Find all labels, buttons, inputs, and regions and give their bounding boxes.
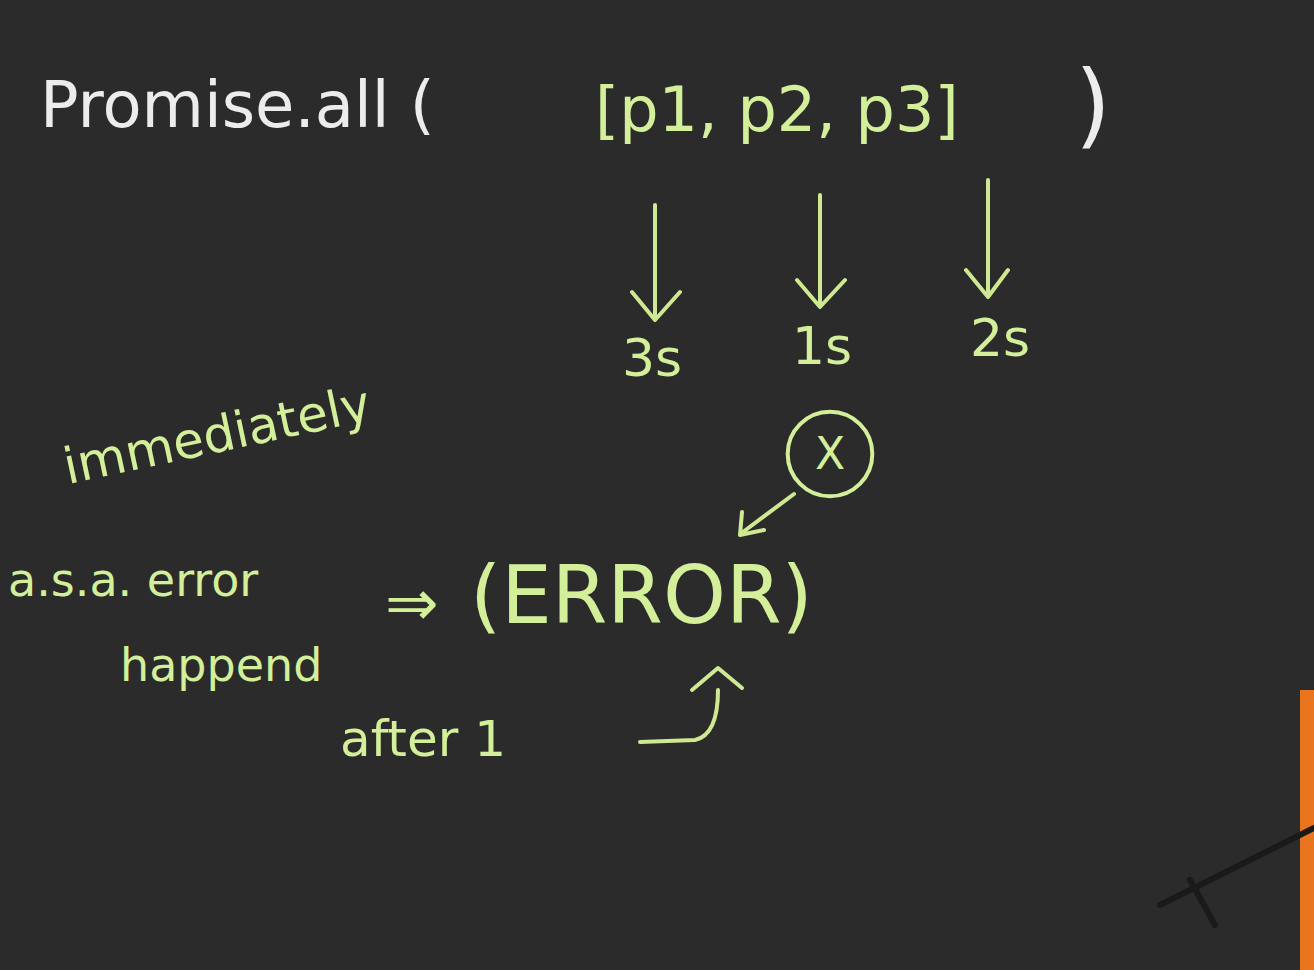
cross-mark: X <box>815 432 845 476</box>
code-text: Promise.all ( <box>40 70 435 140</box>
down-arrow <box>797 195 845 307</box>
code-paren: ) <box>1075 55 1111 156</box>
error-text: (ERROR) <box>470 552 813 640</box>
down-arrow <box>632 205 680 320</box>
node-body: X <box>784 408 876 500</box>
circled-mark: X <box>784 408 876 500</box>
time-label: 2s <box>970 310 1030 367</box>
down-arrow <box>966 180 1008 297</box>
note-text: after 1 <box>340 712 506 767</box>
implies-symbol: ⇒ <box>385 568 439 638</box>
code-array: [p1, p2, p3] <box>595 76 959 144</box>
curved-arrow <box>640 668 742 742</box>
note-text: immediately <box>59 376 376 495</box>
mic-stand <box>1190 880 1215 925</box>
time-label: 3s <box>622 330 682 387</box>
note-text: happend <box>120 640 322 691</box>
mic-stand <box>1160 828 1314 905</box>
note-text: a.s.a. error <box>8 555 258 606</box>
time-label: 1s <box>792 318 852 375</box>
leader-arrow <box>740 494 794 535</box>
